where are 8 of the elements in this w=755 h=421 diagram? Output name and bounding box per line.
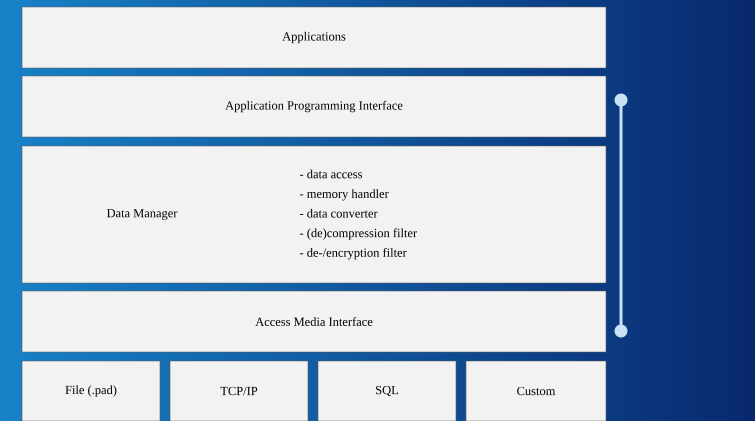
layer-box: Custom: [466, 360, 606, 421]
layer-box: TCP/IP: [170, 360, 308, 421]
layer-box: SQL: [318, 360, 456, 421]
layer-box: Access Media Interface: [22, 290, 606, 352]
layer-box: Applications: [22, 6, 606, 68]
layer-box: Application Programming Interface: [22, 76, 606, 138]
layer-box: File (.pad): [22, 360, 160, 421]
layer-box: Data Manager - data access - memory handler - data converter - (de)compression filter - de-/encryption filter: [22, 146, 606, 284]
